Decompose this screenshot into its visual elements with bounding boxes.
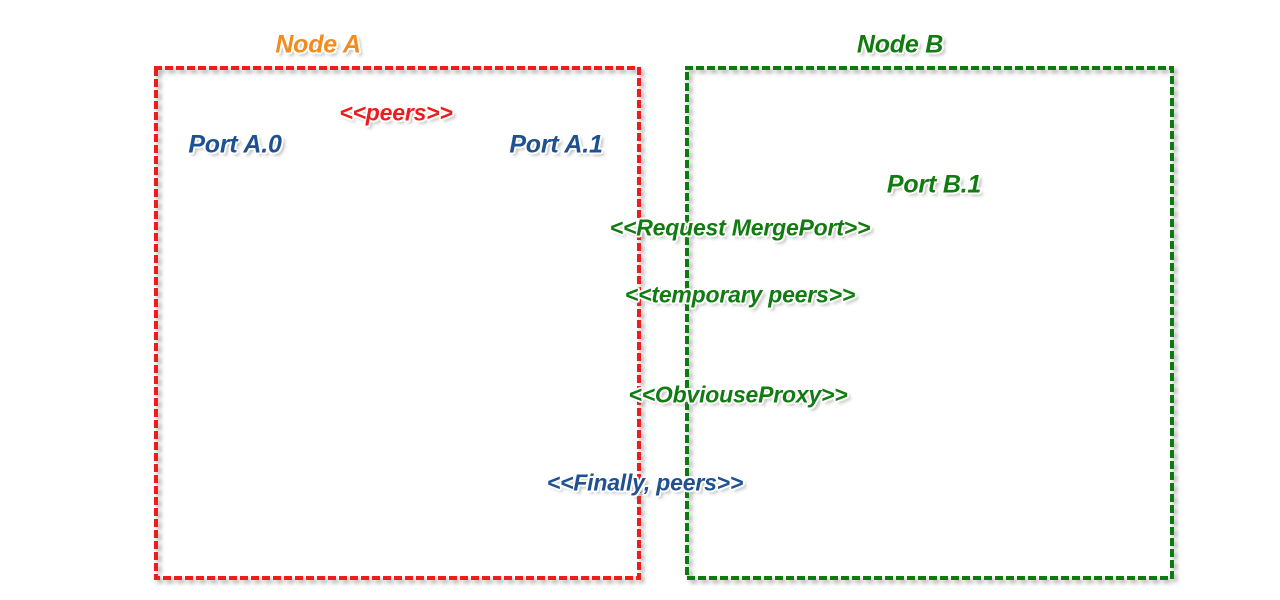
node-boundary-node-b bbox=[685, 66, 1174, 580]
message-label-finally-peers: <<Finally, peers>> bbox=[546, 469, 744, 496]
port-label-port-b-1: Port B.1 bbox=[886, 170, 982, 199]
port-label-port-a-0: Port A.0 bbox=[188, 130, 282, 159]
message-label-peers: <<peers>> bbox=[339, 99, 453, 126]
node-title-node-b: Node B bbox=[856, 30, 944, 59]
node-title-node-a: Node A bbox=[275, 30, 361, 59]
message-label-request-mergeport: <<Request MergePort>> bbox=[609, 214, 871, 241]
message-label-obviouse-proxy: <<ObviouseProxy>> bbox=[628, 381, 848, 408]
message-label-temporary-peers: <<temporary peers>> bbox=[624, 281, 856, 308]
port-label-port-a-1: Port A.1 bbox=[509, 130, 603, 159]
